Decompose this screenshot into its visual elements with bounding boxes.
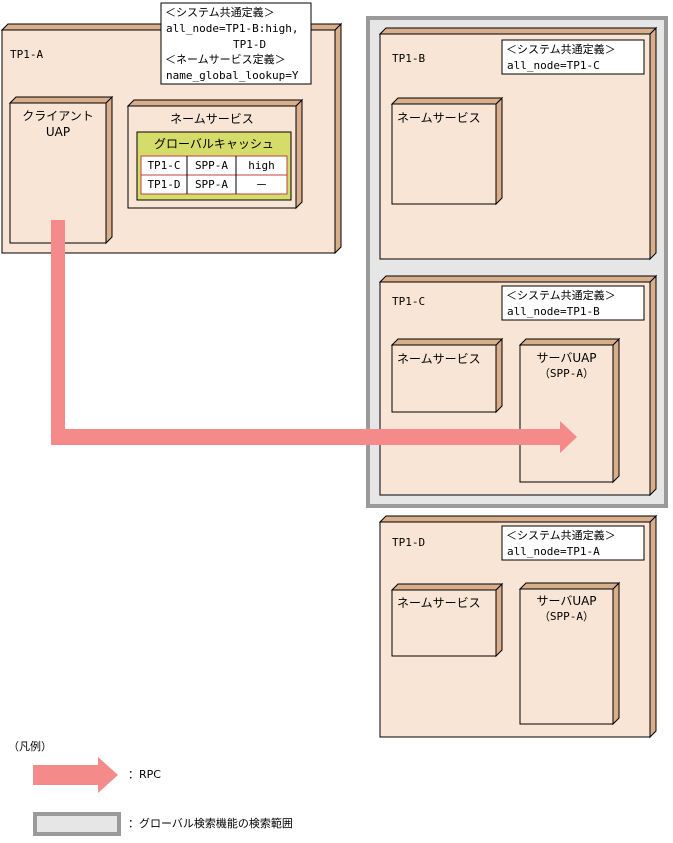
cache-cell-r1-c3: high [248, 159, 275, 172]
config-a-title-1: ＜システム共通定義＞ [165, 6, 275, 19]
config-box-a [160, 2, 312, 85]
config-box-c [501, 285, 645, 321]
config-c-title: ＜システム共通定義＞ [506, 289, 616, 302]
name-service-b-box [390, 96, 504, 206]
global-cache-table [140, 155, 288, 195]
cache-cell-r2-c3: － [255, 178, 268, 192]
node-tp1-b-label: TP1-B [392, 52, 426, 65]
config-box-b [501, 39, 645, 75]
node-tp1-a-label: TP1-A [10, 48, 44, 61]
config-a-line-1b: TP1-D [233, 38, 267, 51]
legend-scope-label: ：グローバル検索機能の検索範囲 [128, 817, 293, 830]
node-tp1-d-label: TP1-D [392, 536, 426, 549]
client-uap-label-2: UAP [45, 125, 71, 139]
rpc-arrow [51, 220, 577, 453]
cache-cell-r1-c2: SPP-A [194, 159, 229, 172]
config-c-line: all_node=TP1-B [507, 305, 600, 318]
server-uap-c-label-2: （SPP-A） [538, 367, 595, 380]
cache-cell-r2-c2: SPP-A [194, 178, 229, 191]
config-a-line-2: name_global_lookup=Y [166, 69, 299, 82]
server-uap-d-label-2: （SPP-A） [538, 610, 595, 623]
client-uap-box [8, 95, 114, 245]
config-d-title: ＜システム共通定義＞ [506, 529, 616, 542]
config-a-line-1a: all_node=TP1-B:high, [166, 22, 299, 35]
node-tp1-c-label: TP1-C [392, 295, 426, 308]
client-uap-label-1: クライアント [22, 109, 94, 123]
global-cache-title: グローバルキャッシュ [154, 137, 274, 151]
name-service-d-label: ネームサービス [397, 596, 481, 610]
config-b-line: all_node=TP1-C [507, 59, 600, 72]
name-service-a-label: ネームサービス [170, 112, 254, 126]
cache-cell-r2-c1: TP1-D [147, 178, 181, 191]
name-service-c-label: ネームサービス [397, 352, 481, 366]
legend-scope-swatch [33, 812, 121, 836]
name-service-d-box [390, 582, 504, 658]
config-box-d [501, 525, 645, 561]
legend-title: （凡例） [8, 740, 52, 753]
legend-rpc-label: ：RPC [128, 768, 161, 781]
server-uap-d-box [518, 581, 621, 726]
name-service-c-box [390, 337, 504, 414]
server-uap-c-label-1: サーバUAP [536, 351, 597, 365]
name-service-b-label: ネームサービス [397, 111, 481, 125]
config-d-line: all_node=TP1-A [507, 545, 600, 558]
cache-cell-r1-c1: TP1-C [147, 159, 181, 172]
server-uap-c-box [518, 337, 621, 484]
config-a-title-2: ＜ネームサービス定義＞ [165, 53, 286, 66]
server-uap-d-label-1: サーバUAP [536, 594, 597, 608]
config-b-title: ＜システム共通定義＞ [506, 43, 616, 56]
legend-rpc-arrow [33, 757, 118, 793]
